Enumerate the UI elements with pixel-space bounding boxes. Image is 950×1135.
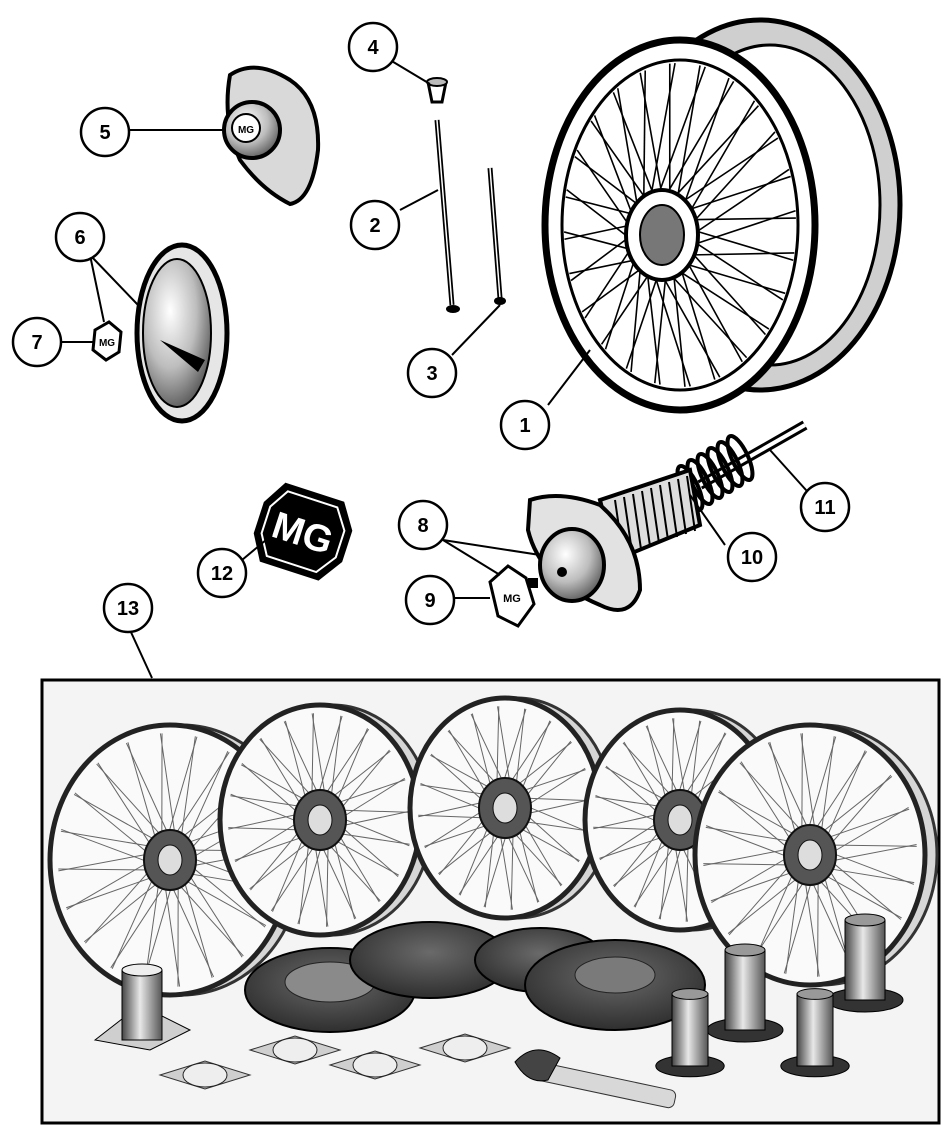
knock-off-spinners	[158, 1033, 512, 1090]
leader-lines	[62, 59, 816, 679]
callout-number: 9	[424, 590, 435, 612]
callout-number: 7	[31, 332, 42, 354]
callout-13: 13	[102, 582, 154, 634]
callout-number: 12	[211, 563, 233, 585]
callout-number: 1	[519, 415, 530, 437]
callout-3: 3	[406, 347, 458, 399]
callout-12: 12	[196, 547, 248, 599]
hub-stand	[93, 963, 192, 1051]
copper-hammer	[514, 1049, 677, 1109]
callout-number: 8	[417, 515, 428, 537]
callout-5: 5	[79, 106, 131, 158]
callout-number: 10	[741, 547, 763, 569]
photo-wire-wheel	[217, 702, 434, 938]
callout-number: 2	[369, 215, 380, 237]
small-nut-text: MG	[503, 593, 521, 605]
callout-11: 11	[799, 481, 851, 533]
callout-number: 5	[99, 122, 110, 144]
callout-1: 1	[499, 399, 551, 451]
long-spoke-part	[434, 119, 460, 313]
hub-assembly-part	[525, 420, 808, 612]
brake-drums	[244, 921, 706, 1033]
spinner-cap-part: MG	[222, 65, 321, 207]
short-spoke-part	[487, 167, 506, 305]
cap-badge-text: MG	[238, 125, 254, 136]
hubcap-disc-part	[134, 242, 230, 424]
callout-4: 4	[347, 21, 399, 73]
small-badge-nut-part: MG	[488, 564, 538, 628]
callout-number: 3	[426, 363, 437, 385]
photo-panel	[40, 678, 941, 1125]
spinner	[418, 1033, 512, 1063]
callout-10: 10	[726, 531, 778, 583]
callout-number: 13	[117, 598, 139, 620]
callout-number: 6	[74, 227, 85, 249]
spinner	[328, 1050, 422, 1080]
callout-number: 11	[814, 497, 835, 519]
wire-wheel-part	[541, 17, 903, 414]
spinner	[158, 1060, 252, 1090]
callout-7: 7	[11, 316, 63, 368]
badge-nut-part: MG	[91, 320, 123, 362]
callout-6: 6	[54, 211, 106, 263]
callout-9: 9	[404, 574, 456, 626]
hub	[826, 913, 904, 1013]
callout-8: 8	[397, 499, 449, 551]
spoke-nipple-part	[426, 77, 448, 104]
nut-badge-text: MG	[99, 338, 115, 349]
mg-octagon-badge-part: MG	[253, 482, 353, 581]
callout-2: 2	[349, 199, 401, 251]
hub	[706, 943, 784, 1043]
photo-wire-wheel	[407, 695, 614, 921]
callout-number: 4	[367, 37, 379, 59]
hub	[780, 988, 850, 1078]
wheel-hubs	[655, 913, 904, 1078]
hub	[655, 988, 725, 1078]
spinner	[248, 1035, 342, 1065]
